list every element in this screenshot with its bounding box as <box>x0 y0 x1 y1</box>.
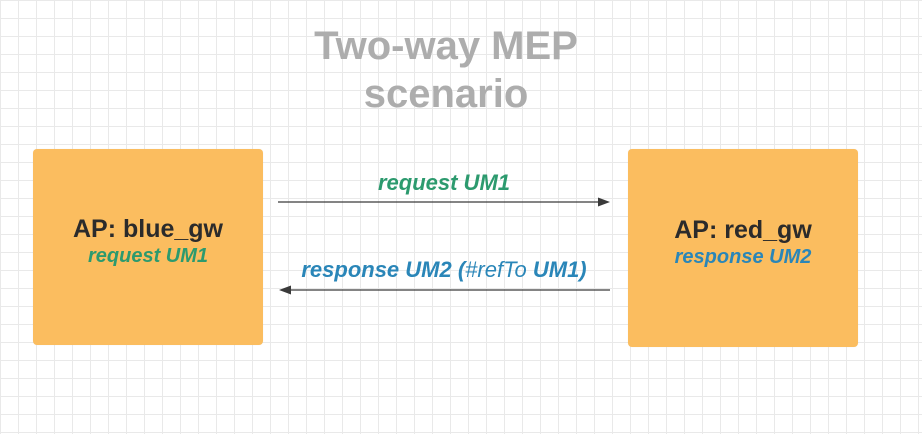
diagram-title-line-1: Two-way MEP <box>314 24 578 68</box>
blue-gw-title: AP: blue_gw <box>72 215 223 243</box>
access-point-blue-gw-box[interactable]: AP: blue_gw request UM1 <box>33 149 263 345</box>
response-arrow-label: response UM2 (#refTo UM1) <box>278 257 610 283</box>
diagram-title-line-2: scenario <box>363 72 529 116</box>
request-arrow-head <box>598 197 610 207</box>
diagram-title: Two-way MEP scenario <box>246 22 646 118</box>
blue-gw-subtitle: request UM1 <box>87 245 209 267</box>
response-arrow[interactable] <box>279 285 610 295</box>
request-arrow-label: request UM1 <box>377 170 511 195</box>
response-arrow-head <box>279 285 291 295</box>
access-point-red-gw-box[interactable]: AP: red_gw response UM2 <box>628 149 858 347</box>
request-arrow[interactable] <box>278 197 610 207</box>
response-label-ref: #refTo <box>465 257 527 282</box>
response-label-suffix: UM1) <box>526 257 587 282</box>
response-label-prefix: response UM2 ( <box>301 257 466 282</box>
red-gw-title: AP: red_gw <box>674 216 812 244</box>
red-gw-subtitle: response UM2 <box>674 246 812 268</box>
